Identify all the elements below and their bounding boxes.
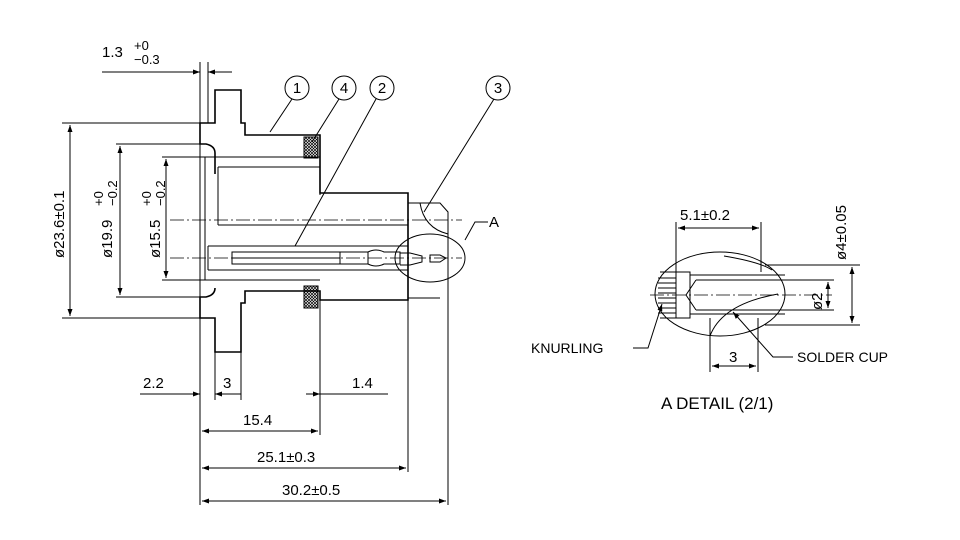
dim-dia-mid-lower: −0.2 [105,180,120,206]
section-a-label: A [489,214,499,231]
detail-a-circle [394,233,466,283]
dim-dia-inner-lower: −0.2 [153,180,168,206]
dim-3: 3 [223,375,231,392]
detail-dim-width: 5.1±0.2 [680,207,730,224]
balloon-2-label: 2 [378,80,386,97]
dim-dia-mid: ø19.9 [99,220,116,258]
connector-body-outline [199,89,409,353]
dim-dia-mid-upper: +0 [91,191,106,206]
inner-cavity [204,156,320,281]
detail-dim-dia-outer: ø4±0.05 [833,205,850,260]
detail-a-boundary [654,251,786,337]
label-knurling: KNURLING [531,340,603,356]
dim-flange-thickness: 1.3 [102,44,123,61]
dim-dia-inner-upper: +0 [139,191,154,206]
balloon-3-label: 3 [494,80,502,97]
balloon-2 [369,75,395,101]
main-dimensions: 1.3 +0 −0.3 ø23.6±0.1 ø19.9 +0 −0.2 ø15.… [51,38,499,505]
detail-a-view: 5.1±0.2 ø4±0.05 ø2 3 KNURLING SOLDER CUP… [531,205,888,413]
dim-2-2: 2.2 [143,375,164,392]
main-view [170,89,466,353]
dim-15-4: 15.4 [243,412,272,429]
rear-sleeve [408,202,449,299]
part-balloons: 1 4 2 3 [269,75,511,247]
gasket-top [303,136,319,159]
dim-1-4: 1.4 [352,375,373,392]
detail-dim-3: 3 [729,349,737,366]
balloon-1 [284,75,310,101]
dim-dia-outer: ø23.6±0.1 [51,191,68,258]
detail-dim-dia-inner: ø2 [809,292,826,310]
label-solder-cup: SOLDER CUP [797,349,888,365]
gasket-bottom [303,285,319,309]
dim-flange-lower: −0.3 [134,52,160,67]
detail-title: A DETAIL (2/1) [661,394,773,413]
dim-30-2: 30.2±0.5 [282,482,340,499]
balloon-4 [331,75,357,101]
balloon-4-label: 4 [340,80,348,97]
balloon-1-label: 1 [293,80,301,97]
balloon-3 [485,75,511,101]
dim-25-1: 25.1±0.3 [257,449,315,466]
dim-dia-inner: ø15.5 [147,220,164,258]
dim-flange-upper: +0 [134,38,149,53]
